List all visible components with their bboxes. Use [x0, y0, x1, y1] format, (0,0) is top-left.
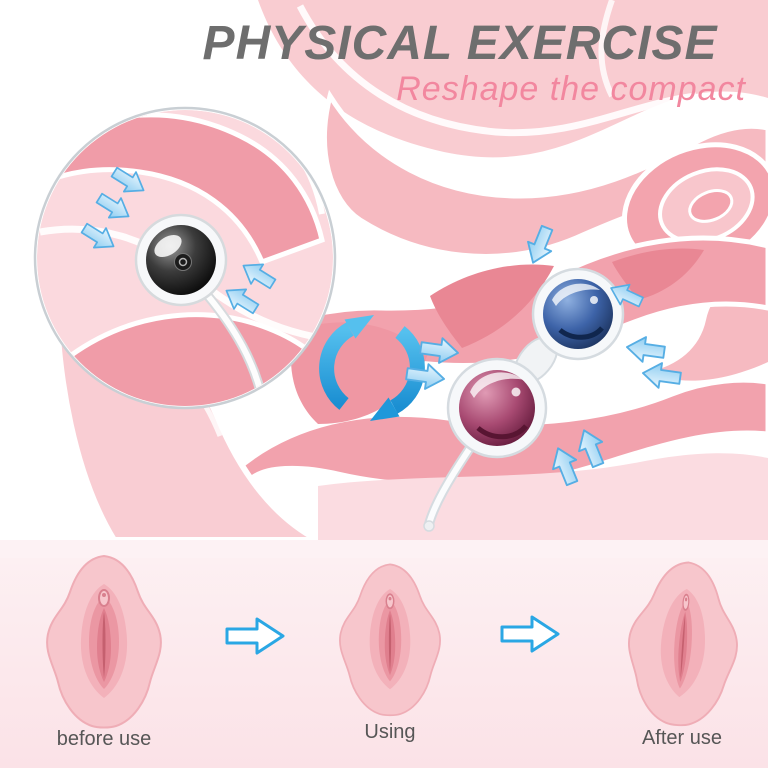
- magnifier-inset: [33, 106, 337, 410]
- intestine-curl: [621, 142, 768, 270]
- page-subtitle: Reshape the compact: [396, 70, 746, 108]
- step-label-using: Using: [364, 721, 416, 743]
- page-title: PHYSICAL EXERCISE: [202, 17, 718, 70]
- kegel-ball-black: [134, 213, 228, 307]
- pressure-arrow-icon: [624, 333, 667, 366]
- progress-band: [0, 540, 768, 768]
- kegel-ball-blue: [531, 267, 625, 361]
- step-label-before-use: before use: [56, 728, 152, 750]
- step-label-after-use: After use: [641, 727, 723, 749]
- kegel-ball-pink: [446, 357, 548, 459]
- kegel-ball-set: [423, 267, 625, 532]
